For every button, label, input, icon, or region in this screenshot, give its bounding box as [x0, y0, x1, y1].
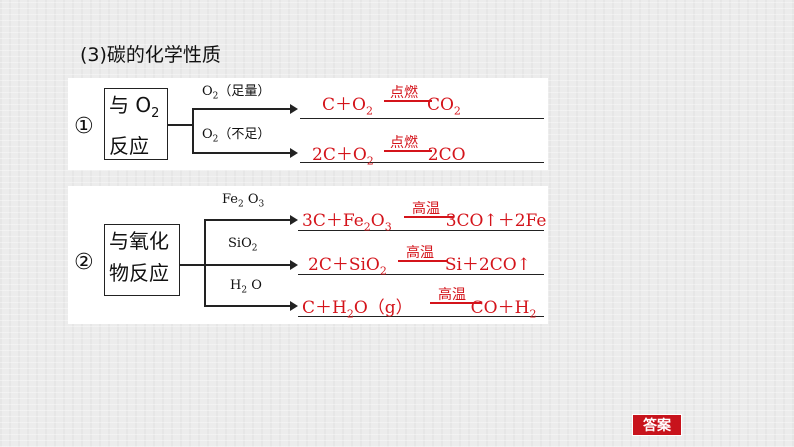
reaction-condition-high-temp: 高温 — [406, 245, 434, 261]
condition-o2-insufficient: O2（不足） — [202, 127, 271, 145]
reaction-bar — [404, 216, 454, 218]
box-react-with-o2: 与 O2 反应 — [104, 88, 168, 160]
arrow-branch-1 — [192, 108, 292, 110]
connector-vertical — [204, 219, 206, 305]
equation-c-h2o: C＋H2O（g）CO＋H2 — [302, 298, 537, 321]
item-number-2: ② — [74, 250, 94, 275]
box-label-line1: 与氧化 — [109, 229, 169, 253]
answer-line-1 — [300, 118, 544, 119]
arrow-branch-2 — [204, 264, 292, 266]
answer-button[interactable]: 答案 — [632, 414, 682, 436]
reaction-condition-high-temp: 高温 — [438, 287, 466, 303]
connector-vertical — [192, 108, 194, 152]
arrow-head-icon — [290, 260, 298, 270]
arrow-head-icon — [290, 301, 298, 311]
item-number-1: ① — [74, 114, 94, 139]
answer-line-3 — [298, 230, 544, 231]
section-heading: (3)碳的化学性质 — [80, 44, 221, 66]
reaction-condition-high-temp: 高温 — [412, 201, 440, 217]
arrow-branch-2 — [192, 152, 292, 154]
arrow-head-icon — [290, 104, 298, 114]
arrow-branch-1 — [204, 219, 292, 221]
arrow-branch-3 — [204, 305, 292, 307]
answer-line-4 — [298, 274, 544, 275]
arrow-head-icon — [290, 148, 298, 158]
condition-fe2o3: Fe2 O3 — [222, 192, 265, 210]
box-label-line2: 物反应 — [109, 261, 169, 285]
box-label-line1: 与 O2 — [109, 93, 160, 121]
reaction-condition-ignite: 点燃 — [390, 85, 418, 101]
answer-line-5 — [298, 316, 544, 317]
reaction-condition-ignite: 点燃 — [390, 135, 418, 151]
box-label-line2: 反应 — [109, 134, 149, 158]
condition-h2o: H2 O — [230, 278, 262, 296]
box-react-with-oxides: 与氧化 物反应 — [104, 224, 180, 296]
connector-stem — [168, 124, 192, 126]
connector-stem — [180, 264, 204, 266]
arrow-head-icon — [290, 215, 298, 225]
reaction-bar — [398, 260, 448, 262]
condition-o2-excess: O2（足量） — [202, 84, 271, 102]
condition-sio2: SiO2 — [228, 236, 258, 254]
reaction-bar — [384, 150, 432, 152]
reaction-bar — [384, 100, 432, 102]
answer-line-2 — [300, 162, 544, 163]
reaction-bar — [430, 302, 482, 304]
